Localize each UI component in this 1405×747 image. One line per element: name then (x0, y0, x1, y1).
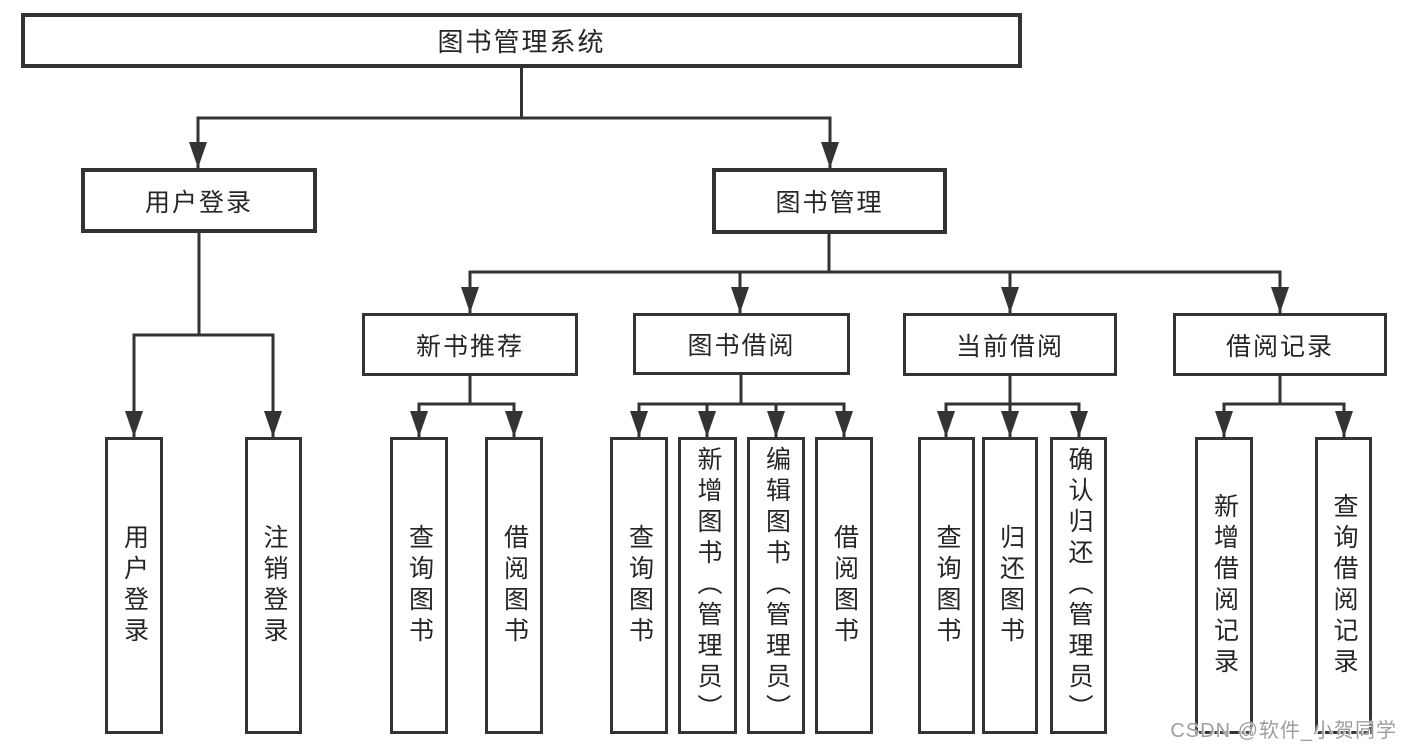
leaf-query-books-label: 查询图书 (625, 523, 654, 648)
node-book-management-label: 图书管理 (775, 189, 884, 217)
leaf-query-borrow-record: 查询借阅记录 (1315, 437, 1372, 734)
leaf-add-book-admin: 新增图书（管理员） (678, 437, 737, 734)
connector-root-to-branches (189, 68, 839, 168)
node-book-borrow: 图书借阅 (633, 313, 850, 375)
leaf-query-books-label: 查询图书 (405, 523, 434, 648)
node-book-management: 图书管理 (712, 168, 947, 234)
leaf-query-books-label: 查询图书 (933, 523, 961, 648)
leaf-return-books: 归还图书 (982, 437, 1038, 734)
node-user-login: 用户登录 (81, 168, 317, 233)
leaf-add-book-admin-label: 新增图书（管理员） (694, 446, 722, 725)
leaf-query-books: 查询图书 (390, 437, 448, 734)
node-library-system: 图书管理系统 (21, 13, 1022, 68)
leaf-return-books-label: 归还图书 (996, 523, 1025, 648)
node-borrow-records-label: 借阅记录 (1225, 332, 1334, 361)
connector-new-book-recommend-children (410, 376, 523, 437)
leaf-borrow-books: 借阅图书 (485, 437, 543, 734)
leaf-confirm-return-admin: 确认归还（管理员） (1050, 437, 1107, 734)
node-current-borrow-label: 当前借阅 (955, 332, 1064, 361)
leaf-logout: 注销登录 (245, 437, 302, 734)
leaf-logout-label: 注销登录 (260, 523, 288, 648)
leaf-query-books: 查询图书 (918, 437, 975, 734)
node-new-book-recommend-label: 新书推荐 (415, 332, 524, 361)
connector-book-management-children (461, 234, 1289, 313)
node-library-system-label: 图书管理系统 (437, 27, 606, 57)
leaf-borrow-books-label: 借阅图书 (500, 523, 529, 648)
leaf-edit-book-admin: 编辑图书（管理员） (747, 437, 805, 734)
csdn-watermark: CSDN @软件_小贺同学 (1170, 720, 1397, 742)
leaf-query-books: 查询图书 (610, 437, 668, 734)
connector-user-login-children (125, 233, 282, 437)
node-user-login-label: 用户登录 (144, 188, 253, 217)
connector-borrow-records-children (1215, 376, 1353, 437)
leaf-borrow-books-label: 借阅图书 (830, 523, 859, 648)
leaf-add-borrow-record-label: 新增借阅记录 (1210, 492, 1239, 679)
leaf-user-login-label: 用户登录 (120, 523, 149, 648)
node-book-borrow-label: 图书借阅 (687, 332, 796, 360)
leaf-user-login: 用户登录 (105, 437, 163, 734)
leaf-confirm-return-admin-label: 确认归还（管理员） (1065, 446, 1093, 725)
connector-book-borrow-children (630, 375, 853, 437)
node-new-book-recommend: 新书推荐 (362, 313, 578, 376)
connector-current-borrow-children (937, 376, 1088, 437)
leaf-edit-book-admin-label: 编辑图书（管理员） (762, 446, 791, 725)
node-borrow-records: 借阅记录 (1173, 313, 1387, 376)
leaf-add-borrow-record: 新增借阅记录 (1195, 437, 1253, 734)
leaf-query-borrow-record-label: 查询借阅记录 (1330, 492, 1358, 679)
leaf-borrow-books: 借阅图书 (815, 437, 873, 734)
node-current-borrow: 当前借阅 (903, 313, 1117, 376)
